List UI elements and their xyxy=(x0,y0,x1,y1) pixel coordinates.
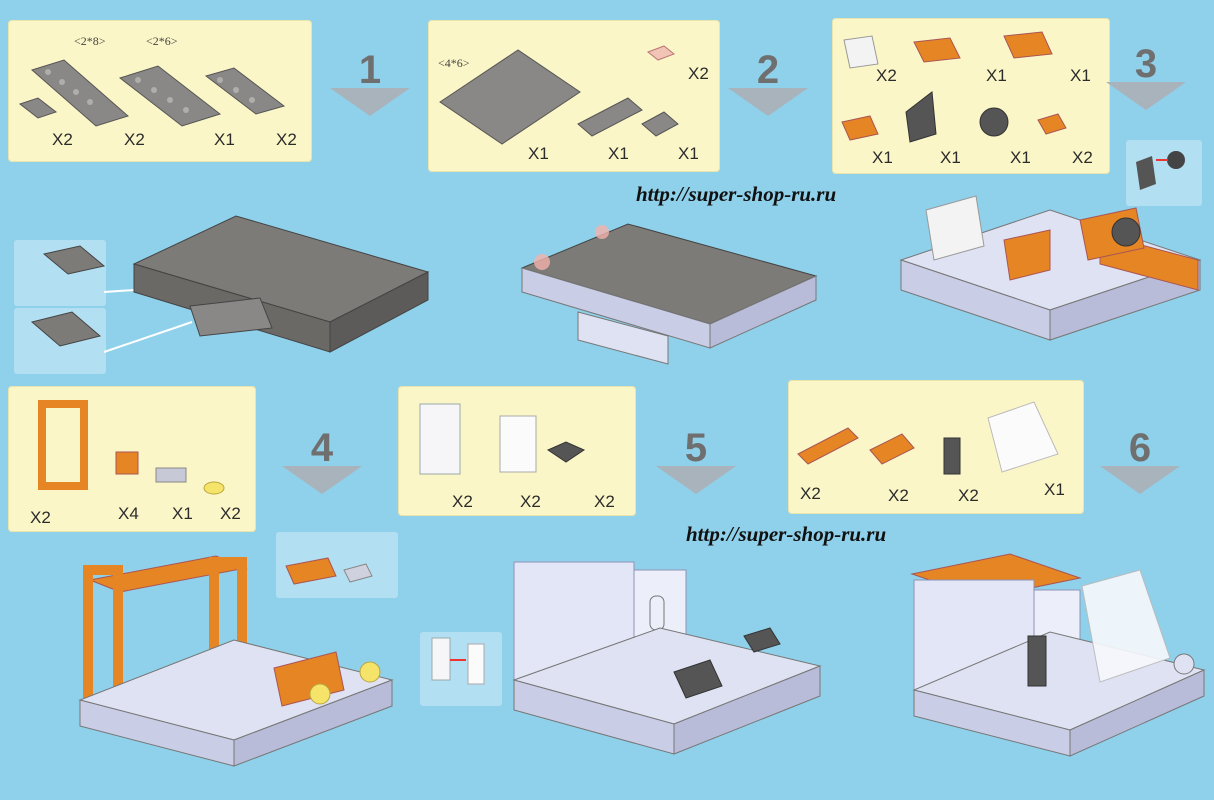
step1-qty-2: X2 xyxy=(124,130,145,149)
step3-arrow: 3 xyxy=(1106,42,1186,112)
down-arrow-icon xyxy=(728,88,808,116)
step4-qty-4: X2 xyxy=(220,504,241,523)
down-arrow-icon xyxy=(282,466,362,494)
step4-arrow: 4 xyxy=(282,426,362,496)
step6-qty-3: X2 xyxy=(958,486,979,505)
step1-dim-label-2: <2*6> xyxy=(146,34,178,48)
step2-assembly-illustration xyxy=(520,223,818,365)
step5-number: 5 xyxy=(684,426,708,470)
step1-parts-illustration xyxy=(18,59,286,127)
step6-qty-4: X1 xyxy=(1044,480,1065,499)
down-arrow-icon xyxy=(330,88,410,116)
step1-qty-3: X1 xyxy=(214,130,235,149)
watermark-url-top: http://super-shop-ru.ru xyxy=(636,182,837,206)
step6-arrow: 6 xyxy=(1100,426,1180,496)
step3-qty-4: X1 xyxy=(872,148,893,167)
step2-parts-illustration xyxy=(439,45,679,145)
step2-dim-label-1: <4*6> xyxy=(438,56,470,70)
step1-arrow: 1 xyxy=(330,48,410,118)
step2-qty-1: X2 xyxy=(688,64,709,83)
step3-qty-3: X1 xyxy=(1070,66,1091,85)
down-arrow-icon xyxy=(656,466,736,494)
step4-assembly-illustration xyxy=(78,555,394,767)
step6-parts-illustration xyxy=(797,401,1059,475)
step6-qty-2: X2 xyxy=(888,486,909,505)
step5-parts-illustration xyxy=(419,403,586,475)
step2-qty-4: X1 xyxy=(678,144,699,163)
step4-qty-3: X1 xyxy=(172,504,193,523)
step5-arrow: 5 xyxy=(656,426,736,496)
step6-assembly-illustration xyxy=(910,553,1206,757)
step5-qty-1: X2 xyxy=(452,492,473,511)
step3-qty-2: X1 xyxy=(986,66,1007,85)
step1-assembly-illustration xyxy=(30,215,430,353)
step2-qty-2: X1 xyxy=(528,144,549,163)
step1-qty-1: X2 xyxy=(52,130,73,149)
watermark-url-bottom: http://super-shop-ru.ru xyxy=(686,522,887,546)
step4-qty-1: X2 xyxy=(30,508,51,527)
step4-qty-2: X4 xyxy=(118,504,139,523)
step3-parts-illustration xyxy=(841,31,1067,143)
step1-dim-label-1: <2*8> xyxy=(74,34,106,48)
step2-number: 2 xyxy=(756,48,780,92)
step2-arrow: 2 xyxy=(728,48,808,118)
step6-qty-1: X2 xyxy=(800,484,821,503)
step3-qty-7: X2 xyxy=(1072,148,1093,167)
step3-qty-1: X2 xyxy=(876,66,897,85)
step2-qty-3: X1 xyxy=(608,144,629,163)
step6-number: 6 xyxy=(1128,426,1152,470)
step4-parts-illustration xyxy=(38,400,225,495)
down-arrow-icon xyxy=(1100,466,1180,494)
step3-qty-5: X1 xyxy=(940,148,961,167)
step5-qty-2: X2 xyxy=(520,492,541,511)
down-arrow-icon xyxy=(1106,82,1186,110)
step1-number: 1 xyxy=(358,48,382,92)
step3-assembly-illustration xyxy=(899,151,1202,341)
step1-qty-4: X2 xyxy=(276,130,297,149)
step4-number: 4 xyxy=(310,426,334,470)
step5-qty-3: X2 xyxy=(594,492,615,511)
step5-assembly-illustration xyxy=(431,561,822,755)
step3-parts-panel xyxy=(832,18,1110,174)
step3-number: 3 xyxy=(1134,42,1158,86)
step3-qty-6: X1 xyxy=(1010,148,1031,167)
